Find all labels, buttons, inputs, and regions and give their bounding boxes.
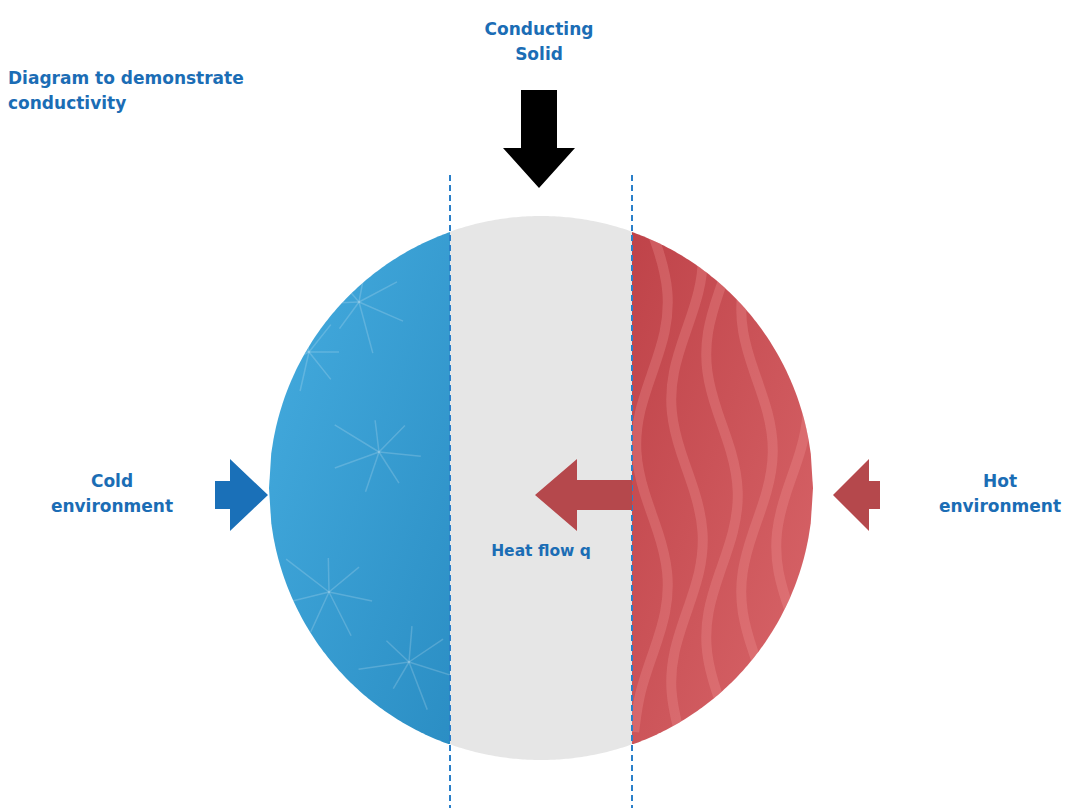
heat-flow-arrow bbox=[535, 459, 632, 531]
hot-shape bbox=[632, 232, 813, 745]
cold-texture bbox=[269, 264, 450, 731]
cold-shape bbox=[269, 232, 450, 745]
cold-region: Cold environment bbox=[269, 232, 450, 745]
pointer-arrow bbox=[503, 90, 575, 188]
pointer-arrow bbox=[215, 459, 268, 531]
solid-shape bbox=[450, 216, 632, 760]
solid-region: Conducting SolidHeat flow q bbox=[450, 216, 632, 760]
boundary-dashed-line bbox=[631, 175, 633, 808]
hot-texture bbox=[634, 232, 808, 732]
region-label: Conducting Solid bbox=[462, 17, 616, 66]
region-label: Hot environment bbox=[923, 469, 1077, 518]
cold-fill bbox=[269, 232, 450, 745]
flow-label: Heat flow q bbox=[458, 540, 624, 562]
pointer-arrow bbox=[833, 459, 880, 531]
hot-region: Hot environment bbox=[632, 232, 813, 745]
solid-fill bbox=[450, 216, 632, 760]
diagram-title: Diagram to demonstrate conductivity bbox=[8, 66, 270, 115]
region-label: Cold environment bbox=[35, 469, 189, 518]
boundary-dashed-line bbox=[449, 175, 451, 808]
